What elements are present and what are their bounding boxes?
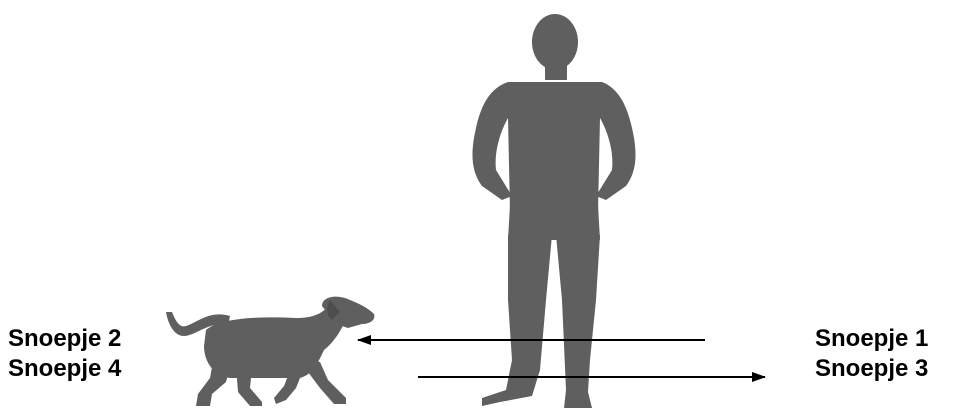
left-label-2: Snoepje 4 <box>8 354 121 384</box>
right-label-1: Snoepje 1 <box>815 324 928 354</box>
right-label-group: Snoepje 1 Snoepje 3 <box>815 324 928 384</box>
left-label-1: Snoepje 2 <box>8 324 121 354</box>
right-label-2: Snoepje 3 <box>815 354 928 384</box>
dog-silhouette-icon <box>166 297 374 406</box>
left-label-group: Snoepje 2 Snoepje 4 <box>8 324 121 384</box>
person-silhouette-icon <box>472 14 635 408</box>
